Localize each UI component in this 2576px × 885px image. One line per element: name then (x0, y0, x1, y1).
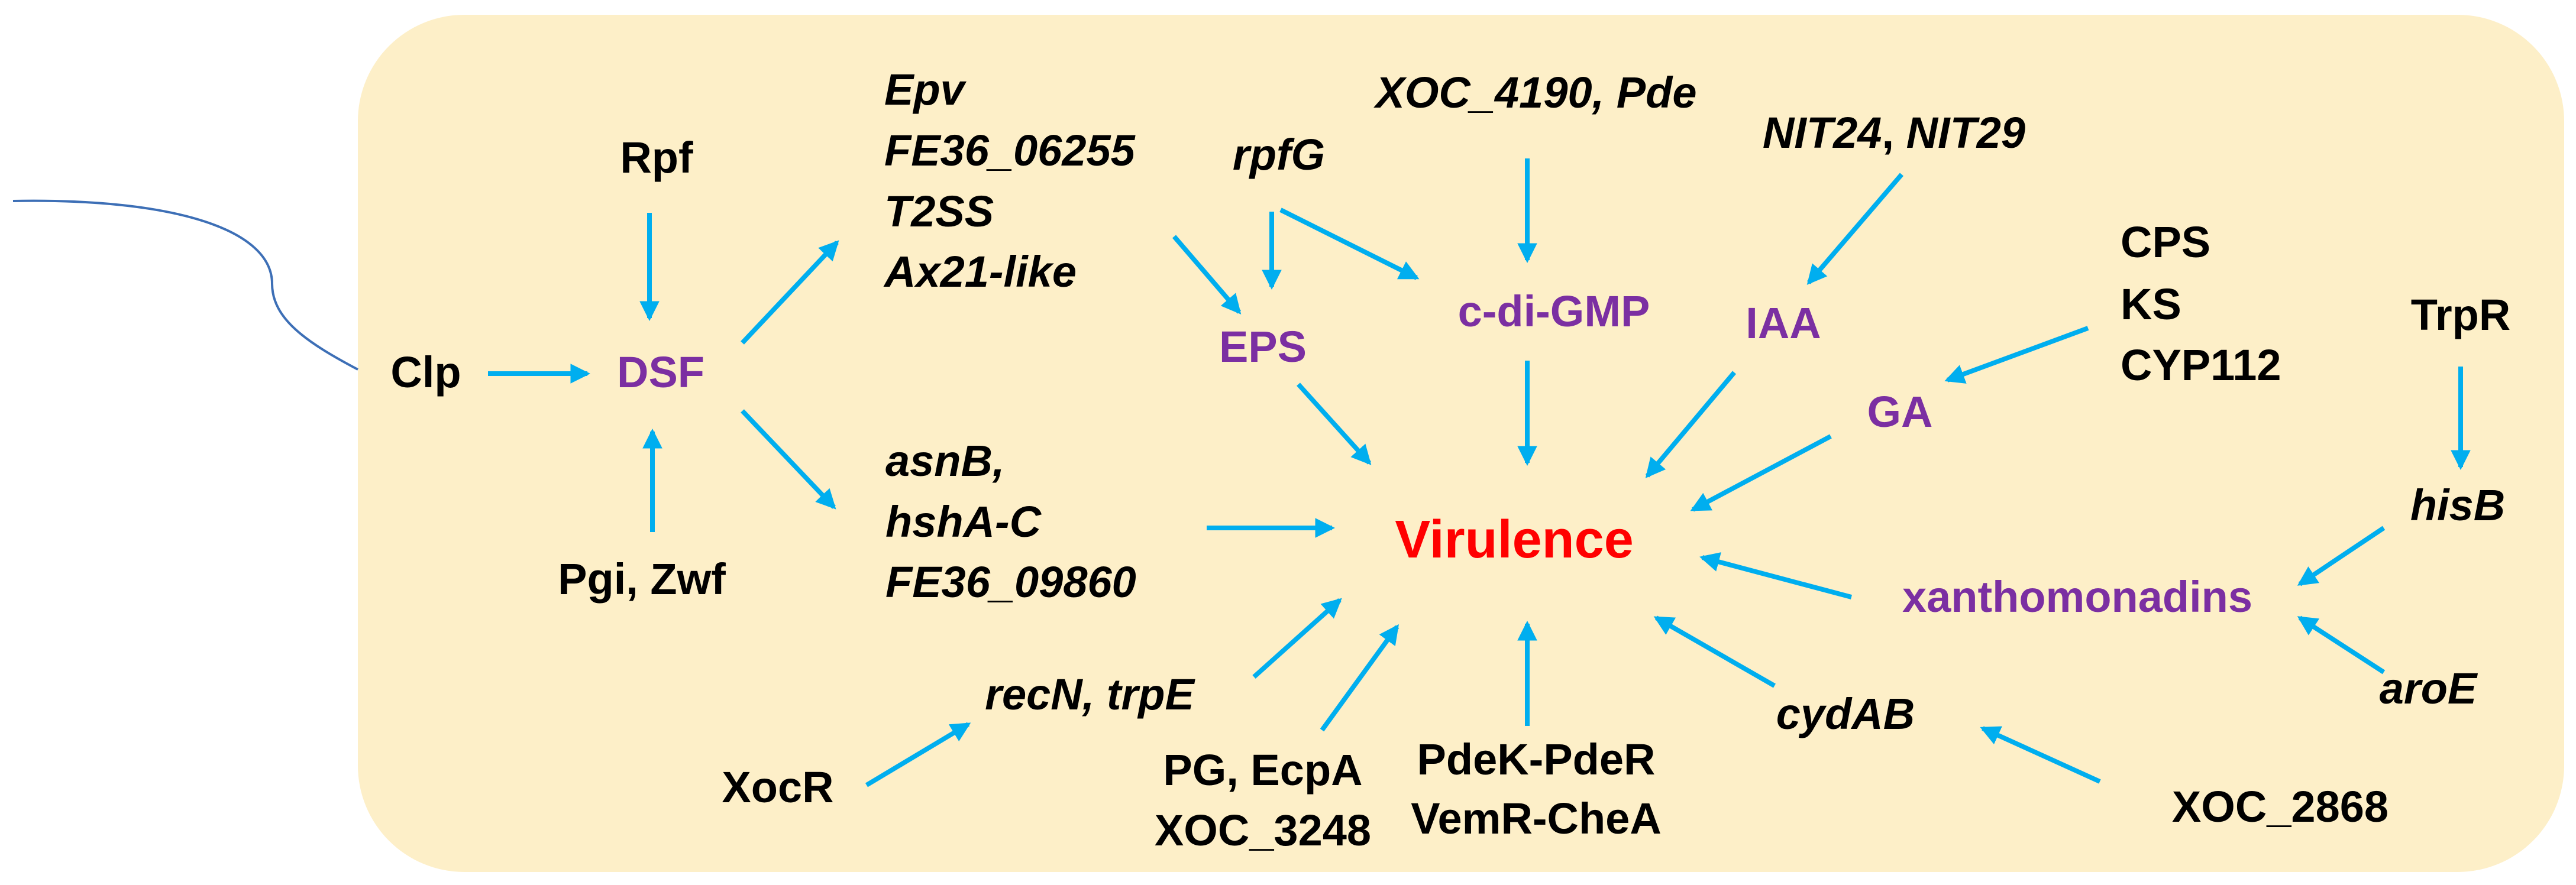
node-cydab: cydAB (1776, 689, 1915, 738)
arrow-iaa-virulence (1645, 371, 1737, 478)
node-pgi-zwf: Pgi, Zwf (558, 555, 726, 604)
node-nit29: NIT29 (1906, 108, 2026, 157)
node-xoc2868: XOC_2868 (2172, 782, 2388, 831)
arrow-xanthomonadins-virulence (1699, 552, 1853, 599)
node-cdigmp: c-di-GMP (1458, 287, 1650, 336)
node-xoc4190-pde: XOC_4190, Pde (1373, 68, 1697, 117)
node-eps: EPS (1219, 322, 1307, 371)
arrows (488, 158, 2471, 787)
arrow-epv-eps (1172, 235, 1242, 315)
node-recn-trpe: recN, trpE (985, 670, 1195, 719)
node-asnb-line-1: asnB, (885, 436, 1005, 485)
node-trpr: TrpR (2411, 290, 2511, 339)
node-pdek-line-2: VemR-CheA (1411, 794, 1662, 843)
arrow-cydab-virulence (1653, 615, 1776, 688)
node-xanthomonadins: xanthomonadins (1902, 572, 2252, 621)
node-aroe: aroE (2380, 664, 2478, 713)
node-epv-line-3: T2SS (884, 187, 994, 236)
arrow-recn-virulence (1252, 598, 1342, 679)
arrow-xoc2868-cydab (1980, 726, 2101, 784)
cell-background (358, 15, 2564, 872)
node-clp: Clp (390, 348, 461, 397)
arrow-dsf-epv (741, 240, 839, 345)
cell-tail-line (12, 199, 358, 371)
node-asnb-line-3: FE36_09860 (885, 557, 1136, 607)
arrow-hisb-xanthomonadins (2297, 526, 2386, 586)
node-nit24: NIT24 (1763, 108, 1882, 157)
arrow-dsf-asnb (741, 409, 836, 510)
node-epv-line-1: Epv (884, 65, 967, 114)
node-rpf: Rpf (620, 133, 693, 182)
node-pg-line-2: XOC_3248 (1155, 806, 1371, 855)
node-asnb-line-2: hshA-C (885, 497, 1042, 546)
node-iaa: IAA (1746, 299, 1821, 348)
arrow-rpfg-cdigmp (1279, 208, 1420, 280)
arrow-eps-virulence (1297, 382, 1372, 465)
arrow-ga-virulence (1690, 434, 1832, 512)
node-xocr: XocR (722, 763, 833, 812)
node-cps-line-3: CYP112 (2121, 341, 2281, 390)
node-ga: GA (1867, 387, 1933, 436)
node-dsf: DSF (617, 348, 704, 397)
arrow-pg-virulence (1320, 624, 1399, 732)
node-cps-line-2: KS (2121, 280, 2181, 329)
node-pg-line-1: PG, EcpA (1163, 745, 1362, 795)
nodes: Rpf Clp DSF Pgi, Zwf Epv FE36_06255 T2SS… (390, 65, 2510, 855)
node-epv-line-2: FE36_06255 (884, 126, 1136, 175)
node-nit: NIT24, NIT29 (1763, 108, 2025, 157)
node-rpfg: rpfG (1233, 130, 1325, 179)
node-nit-separator: , (1882, 108, 1906, 157)
arrow-cps-ga (1944, 326, 2089, 384)
node-epv-line-4: Ax21-like (883, 247, 1077, 296)
node-hisb: hisB (2410, 481, 2505, 530)
node-cps-line-1: CPS (2121, 218, 2210, 267)
node-virulence: Virulence (1395, 510, 1634, 569)
node-pdek-line-1: PdeK-PdeR (1417, 735, 1656, 784)
arrow-nit-iaa (1806, 173, 1904, 285)
arrow-aroe-xanthomonadins (2297, 615, 2386, 675)
arrow-xocr-recn (865, 722, 971, 787)
